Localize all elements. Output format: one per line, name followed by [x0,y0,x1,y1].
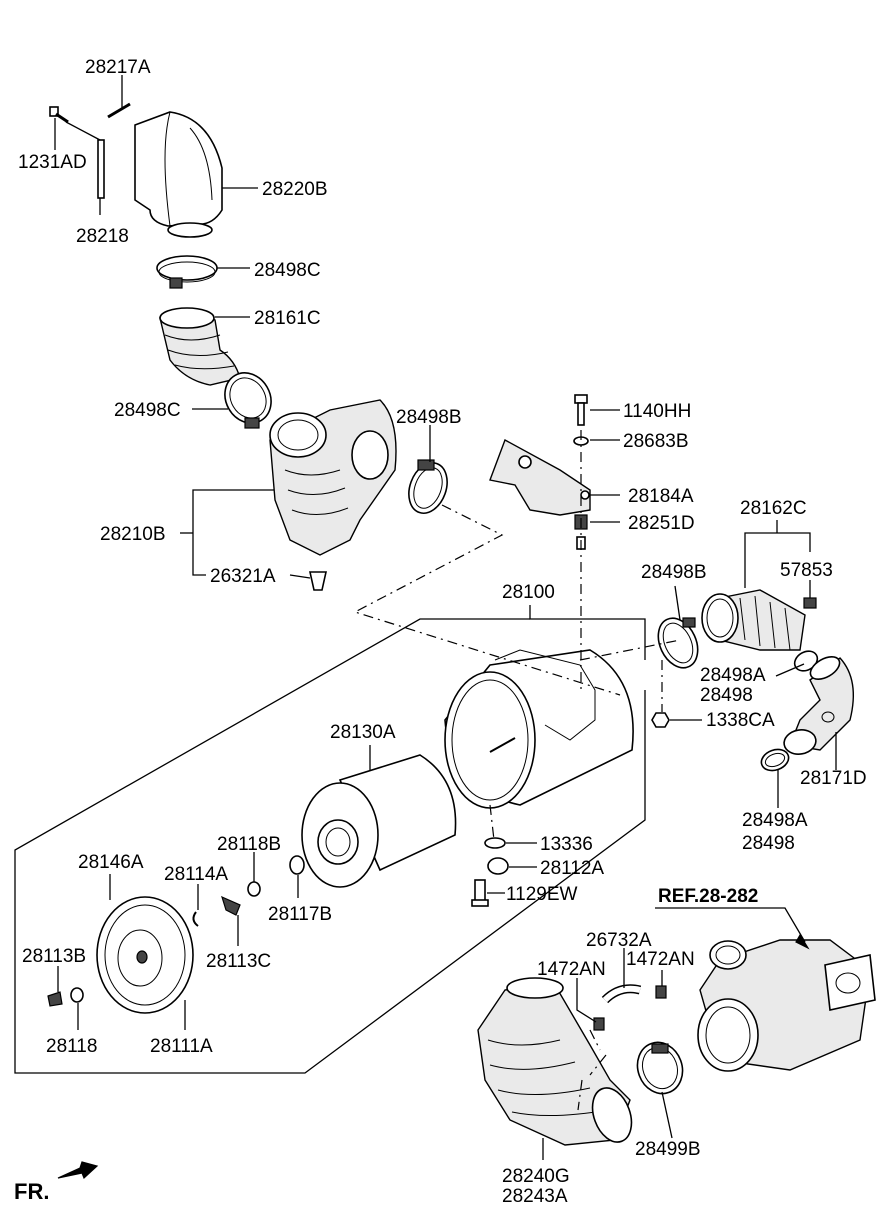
part-1472an-clip-right [655,985,667,999]
part-1140hh-bolt [574,394,588,426]
label-28113b: 28113B [22,946,86,967]
part-28117b-washer [289,855,305,875]
label-57853: 57853 [780,560,833,581]
label-1472an-2: 1472AN [626,949,695,970]
front-direction-arrow [57,1161,99,1180]
part-28118-washer [70,987,84,1003]
part-1231ad-bolt [49,106,69,124]
part-number-labels: 28217A 1231AD 28220B 28218 28498C 28161C… [14,57,867,1207]
label-28113c: 28113C [206,951,271,972]
label-1140hh: 1140HH [623,401,691,422]
part-28113b-bolt [47,991,63,1007]
part-turbocharger-reference [697,939,876,1072]
label-fr: FR. [14,1179,49,1204]
part-28118b-washer [247,881,261,897]
label-28171d: 28171D [800,768,867,789]
label-ref-28-282: REF.28-282 [658,886,758,907]
part-28112a-valve [487,857,509,875]
label-28118b: 28118B [217,834,281,855]
label-28111a: 28111A [150,1036,213,1057]
part-1129ew-bolt [471,879,489,907]
label-28251d: 28251D [628,513,695,534]
label-28498b-top: 28498B [396,407,462,428]
part-28498b-clamp-top [408,459,448,514]
part-28171d-elbow [783,656,855,755]
part-1338ca-nut [651,712,670,728]
label-28498c-top: 28498C [254,260,321,281]
label-28218: 28218 [76,226,129,247]
label-28118: 28118 [46,1036,97,1057]
label-28114a: 28114A [164,864,228,885]
label-28240g: 28240G [502,1166,570,1187]
part-28162c-hose [701,589,806,651]
part-28113c-wingnut [221,895,241,916]
label-1472an-1: 1472AN [537,959,606,980]
leader-lines [14,75,837,1160]
part-57853-clip [803,597,817,609]
part-26321a-valve [309,571,327,591]
label-28162c: 28162C [740,498,807,519]
part-28240g-intake-hose [477,977,633,1146]
label-28100: 28100 [502,582,555,603]
label-28130a: 28130A [330,722,396,743]
part-28220b-snorkel [134,111,223,238]
part-28498c-clamp-top [156,255,218,289]
label-28146a: 28146A [78,852,144,873]
label-28112a: 28112A [540,858,604,879]
part-28210b-intake-housing [269,399,397,556]
part-28161c-hose [159,307,241,386]
part-28498c-clamp-mid [224,372,272,429]
part-13336-clip [484,837,506,849]
part-28499b-clamp [636,1041,684,1095]
part-28498a-clamp-lower [760,748,790,772]
part-28130a-filter-element [301,754,457,888]
label-26732a: 26732A [586,930,652,951]
part-28100-air-cleaner-body [444,649,634,809]
part-28111a-cover [96,896,194,1014]
label-28117b: 28117B [268,904,332,925]
part-28184a-bracket [489,438,591,516]
label-28683b: 28683B [623,431,689,452]
part-28218-strap [97,139,105,199]
label-28210b: 28210B [100,524,166,545]
part-28114a-clip [192,911,199,927]
label-28498-2: 28498 [742,833,795,854]
part-28498b-clamp-right [657,617,699,669]
label-1231ad: 1231AD [18,152,87,173]
label-28220b: 28220B [262,179,328,200]
label-28498a-1: 28498A [700,665,766,686]
assembly-center-lines [353,430,681,1111]
label-26321a: 26321A [210,566,276,587]
label-28184a: 28184A [628,486,694,507]
label-28161c: 28161C [254,308,321,329]
label-1129ew: 1129EW [506,884,578,905]
part-28217a-pin [107,102,131,119]
part-1472an-clip-left [593,1017,605,1031]
label-28217a: 28217A [85,57,151,78]
label-28498b-right: 28498B [641,562,707,583]
label-1338ca: 1338CA [706,710,775,731]
label-28498a-2: 28498A [742,810,808,831]
part-26732a-hose [601,984,642,1004]
label-13336: 13336 [540,834,593,855]
label-28498-1: 28498 [700,685,753,706]
label-28499b: 28499B [635,1139,701,1160]
label-28498c-mid: 28498C [114,400,181,421]
label-28243a: 28243A [502,1186,568,1207]
